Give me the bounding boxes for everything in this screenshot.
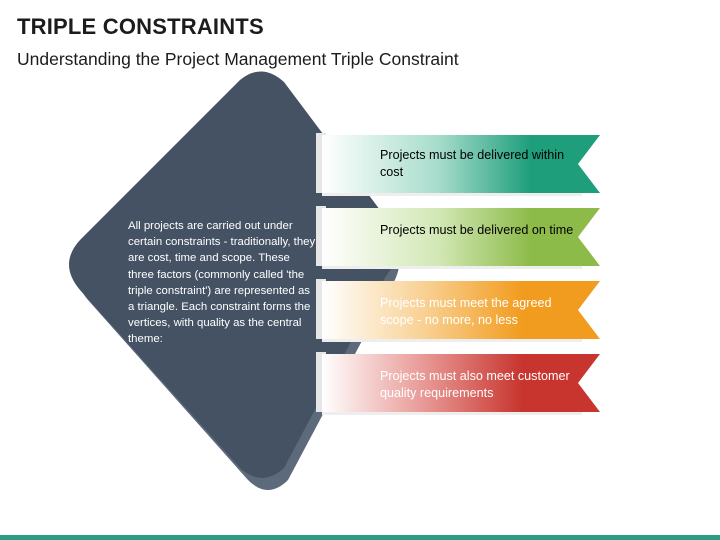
banner-cost: Projects must be delivered within cost xyxy=(316,133,606,197)
intro-paragraph: All projects are carried out under certa… xyxy=(128,220,316,346)
banner-time-text: Projects must be delivered on time xyxy=(380,223,574,237)
banner-ribbon xyxy=(322,354,600,412)
banner-time: Projects must be delivered on time xyxy=(316,206,606,270)
banner-back-fold xyxy=(316,133,326,193)
banner-ribbon xyxy=(322,208,600,266)
diamond-main xyxy=(69,71,397,478)
page-title: TRIPLE CONSTRAINTS xyxy=(17,14,264,39)
banner-scope: Projects must meet the agreed scope - no… xyxy=(316,279,606,343)
banner-quality: Projects must also meet customer quality… xyxy=(316,352,606,416)
banner-scope-text: Projects must meet the agreed scope - no… xyxy=(380,296,552,327)
banner-ribbon xyxy=(322,135,600,193)
banner-ribbon xyxy=(322,281,600,339)
bottom-accent-bar xyxy=(0,535,720,540)
page-subtitle: Understanding the Project Management Tri… xyxy=(17,49,459,69)
banner-quality-text: Projects must also meet customer quality… xyxy=(380,369,570,400)
banner-cost-text: Projects must be delivered within cost xyxy=(380,148,565,179)
